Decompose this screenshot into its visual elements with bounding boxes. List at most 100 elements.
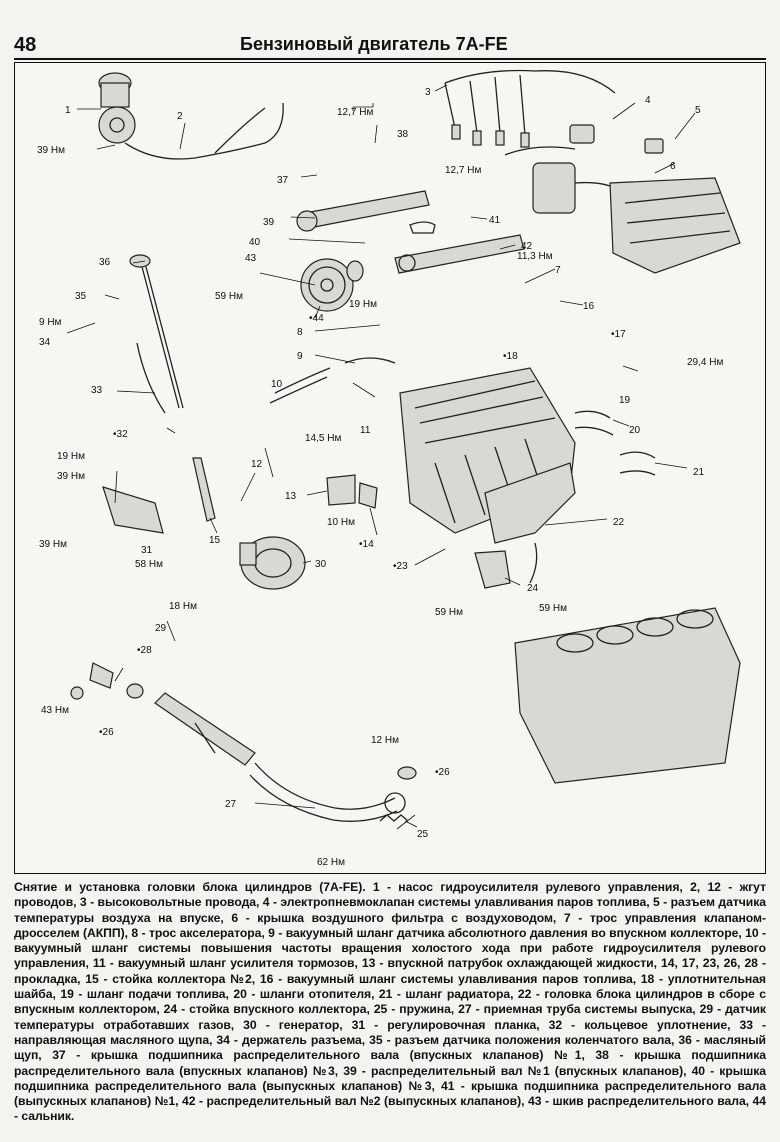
cylinder-head-drawing bbox=[399, 367, 576, 584]
callout-29: 29 bbox=[155, 623, 167, 634]
engine-exploded-diagram: 1 2 3 4 5 6 7 8 9 10 11 12 13 •14 15 16 … bbox=[37, 69, 741, 868]
torque-label: 62 Нм bbox=[317, 857, 345, 868]
torque-label: 59 Нм bbox=[215, 291, 243, 302]
power-steering-pump-drawing bbox=[98, 72, 136, 144]
torque-label: 19 Нм bbox=[57, 451, 85, 462]
vsv-drawing bbox=[569, 124, 595, 144]
torque-label: 59 Нм bbox=[539, 603, 567, 614]
callout-17: •17 bbox=[611, 329, 626, 340]
torque-label: 12,7 Нм bbox=[337, 107, 373, 118]
torque-label: 18 Нм bbox=[169, 601, 197, 612]
callout-22: 22 bbox=[613, 517, 625, 528]
callout-40: 40 bbox=[249, 237, 261, 248]
intake-air-temp-connector-drawing bbox=[644, 138, 664, 154]
callout-26b: •26 bbox=[435, 767, 450, 778]
torque-label: 39 Нм bbox=[37, 145, 65, 156]
callout-2: 2 bbox=[177, 111, 183, 122]
callout-30: 30 bbox=[315, 559, 327, 570]
callout-1: 1 bbox=[65, 105, 71, 116]
torque-label: 19 Нм bbox=[349, 299, 377, 310]
callout-23: •23 bbox=[393, 561, 408, 572]
alternator-drawing bbox=[239, 536, 306, 590]
callout-15: 15 bbox=[209, 535, 221, 546]
callout-38: 38 bbox=[397, 129, 409, 140]
gasket-43-drawing bbox=[70, 686, 84, 700]
callout-33: 33 bbox=[91, 385, 103, 396]
dipstick-drawing bbox=[140, 262, 184, 409]
water-inlet-drawing bbox=[326, 474, 356, 506]
callout-44: •44 bbox=[309, 313, 324, 324]
callout-18: •18 bbox=[503, 351, 518, 362]
callout-42: 42 bbox=[521, 241, 533, 252]
intake-manifold-stay-drawing bbox=[474, 550, 511, 589]
callout-31: 31 bbox=[141, 545, 153, 556]
torque-label: 39 Нм bbox=[39, 539, 67, 550]
dipstick-guide-drawing bbox=[136, 342, 166, 414]
callout-19: 19 bbox=[619, 395, 631, 406]
air-cleaner-cap-drawing bbox=[532, 162, 741, 274]
torque-label: 10 Нм bbox=[327, 517, 355, 528]
callout-10: 10 bbox=[271, 379, 283, 390]
caption-body: 1 - насос гидроусилителя рулевого управл… bbox=[14, 880, 766, 1124]
callout-39: 39 bbox=[263, 217, 275, 228]
callout-14: •14 bbox=[359, 539, 374, 550]
heater-hoses-drawing bbox=[574, 410, 614, 436]
callout-28: •28 bbox=[137, 645, 152, 656]
callout-3: 3 bbox=[425, 87, 431, 98]
torque-label: 58 Нм bbox=[135, 559, 163, 570]
exhaust-pipe-drawing bbox=[154, 692, 406, 822]
callout-25: 25 bbox=[417, 829, 429, 840]
header-rule bbox=[14, 58, 766, 60]
callout-20: 20 bbox=[629, 425, 641, 436]
radiator-hose-drawing bbox=[619, 451, 656, 476]
callout-5: 5 bbox=[695, 105, 701, 116]
torque-label: 43 Нм bbox=[41, 705, 69, 716]
wiring-harness-drawing bbox=[124, 102, 284, 160]
vacuum-hose-10-drawing bbox=[269, 367, 331, 404]
callout-9: 9 bbox=[297, 351, 303, 362]
ht-leads-drawing bbox=[444, 69, 616, 156]
gasket-26a-drawing bbox=[126, 683, 144, 699]
callout-26a: •26 bbox=[99, 727, 114, 738]
torque-label: 39 Нм bbox=[57, 471, 85, 482]
leader-lines bbox=[66, 84, 696, 830]
cylinder-block-drawing bbox=[514, 607, 741, 784]
callout-35: 35 bbox=[75, 291, 87, 302]
callout-21: 21 bbox=[693, 467, 705, 478]
callout-6: 6 bbox=[670, 161, 676, 172]
callout-12: 12 bbox=[251, 459, 263, 470]
torque-label: 59 Нм bbox=[435, 607, 463, 618]
gasket-14-drawing bbox=[358, 482, 378, 509]
spring-drawing bbox=[379, 814, 409, 822]
caption-title: Снятие и установка головки блока цилиндр… bbox=[14, 880, 366, 894]
callout-32: •32 bbox=[113, 429, 128, 440]
page-number: 48 bbox=[14, 34, 37, 56]
callout-13: 13 bbox=[285, 491, 297, 502]
camshafts-drawing bbox=[296, 190, 525, 274]
torque-label: 12 Нм bbox=[371, 735, 399, 746]
page-title: Бензиновый двигатель 7A-FE bbox=[240, 34, 508, 54]
callout-24: 24 bbox=[527, 583, 539, 594]
callout-8: 8 bbox=[297, 327, 303, 338]
torque-label: 12,7 Нм bbox=[445, 165, 481, 176]
callout-37: 37 bbox=[277, 175, 289, 186]
callout-34: 34 bbox=[39, 337, 51, 348]
callout-4: 4 bbox=[645, 95, 651, 106]
callout-36: 36 bbox=[99, 257, 111, 268]
callout-41: 41 bbox=[489, 215, 501, 226]
callout-27: 27 bbox=[225, 799, 237, 810]
callout-7: 7 bbox=[555, 265, 561, 276]
torque-label: 14,5 Нм bbox=[305, 433, 341, 444]
exploded-diagram-frame: 1 2 3 4 5 6 7 8 9 10 11 12 13 •14 15 16 … bbox=[14, 62, 766, 874]
callout-11: 11 bbox=[360, 425, 371, 436]
torque-label: 9 Нм bbox=[39, 317, 62, 328]
gasket-28-drawing bbox=[89, 662, 114, 689]
camshaft-pulley-drawing bbox=[300, 258, 364, 312]
gasket-26b-drawing bbox=[397, 766, 417, 780]
callout-16: 16 bbox=[583, 301, 595, 312]
page-header: 48 Бензиновый двигатель 7A-FE bbox=[14, 30, 766, 60]
manifold-stay-drawing bbox=[192, 457, 216, 522]
torque-label: 11,3 Нм bbox=[517, 251, 553, 262]
torque-label: 29,4 Нм bbox=[687, 357, 723, 368]
adjusting-bar-drawing bbox=[102, 486, 164, 534]
